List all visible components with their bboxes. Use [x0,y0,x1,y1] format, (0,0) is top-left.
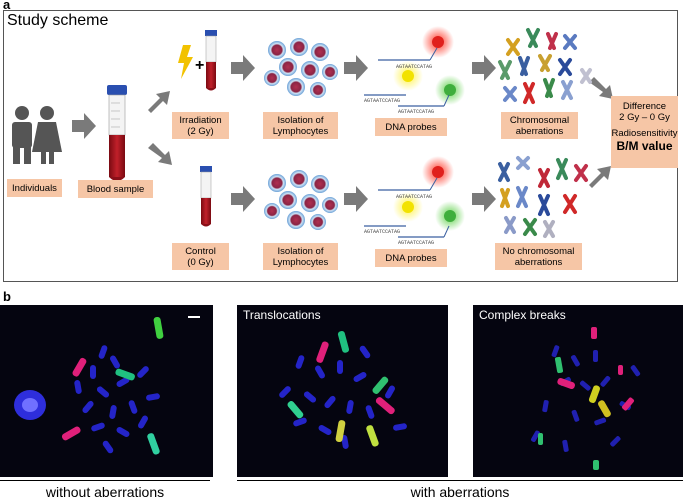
svg-text:+: + [195,57,204,74]
result-box: Difference 2 Gy – 0 Gy Radiosensitivity … [611,96,678,168]
panel-b-letter: b [3,289,11,304]
dna-probes-top-icon: AGTAATCCATAG AGTAATCCATAG AGTAATCCATAG [364,26,465,115]
chromosomes-normal-icon [498,156,588,238]
control-tube-icon [200,166,212,227]
dna-probes-bottom-icon: AGTAATCCATAG AGTAATCCATAG AGTAATCCATAG [364,156,465,246]
blood-sample-label: Blood sample [78,180,153,198]
micrograph-translocations: Translocations [237,305,448,477]
svg-text:AGTAATCCATAG: AGTAATCCATAG [364,229,400,235]
micrograph-complex-breaks: Complex breaks [473,305,683,477]
dna-probes-top-label: DNA probes [375,118,447,136]
svg-text:AGTAATCCATAG: AGTAATCCATAG [364,98,400,104]
caption-with-aberrations: with aberrations [410,484,510,500]
result-difference: Difference [622,101,667,112]
irradiation-label: Irradiation (2 Gy) [172,112,229,139]
chromosomal-aberrations-label: Chromosomal aberrations [501,112,578,139]
individuals-icon [12,106,62,164]
micrograph-without-aberrations [0,305,213,477]
translocations-title: Translocations [243,308,321,322]
caption-left-rule [0,480,210,481]
process-arrows [72,55,613,212]
result-dose-difference: 2 Gy – 0 Gy [619,112,670,123]
study-scheme-artwork: + AGTAATCCATAG AGTAAT [12,26,613,246]
chromosomes-aberrant-icon [498,28,592,104]
blood-sample-tube-icon [107,85,127,181]
irradiation-icon: + [178,30,217,91]
no-chromosomal-aberrations-label: No chromosomal aberrations [495,243,582,270]
panel-a-letter: a [3,0,11,12]
lymphocytes-top-icon [264,38,338,98]
dna-probes-bottom-label: DNA probes [375,249,447,267]
caption-right-rule [237,480,683,481]
lymphocytes-bottom-icon [264,170,338,230]
individuals-label: Individuals [7,179,62,197]
svg-text:AGTAATCCATAG: AGTAATCCATAG [396,194,432,200]
result-bm-value: B/M value [616,139,673,153]
isolation-bottom-label: Isolation of Lymphocytes [263,243,338,270]
result-radiosensitivity: Radiosensitivity [611,128,678,139]
svg-text:AGTAATCCATAG: AGTAATCCATAG [398,109,434,115]
control-label: Control (0 Gy) [172,243,229,270]
svg-text:AGTAATCCATAG: AGTAATCCATAG [396,64,432,70]
isolation-top-label: Isolation of Lymphocytes [263,112,338,139]
study-scheme-title: Study scheme [7,12,109,29]
complex-breaks-title: Complex breaks [479,308,566,322]
svg-text:AGTAATCCATAG: AGTAATCCATAG [398,240,434,246]
caption-without-aberrations: without aberrations [45,484,165,500]
